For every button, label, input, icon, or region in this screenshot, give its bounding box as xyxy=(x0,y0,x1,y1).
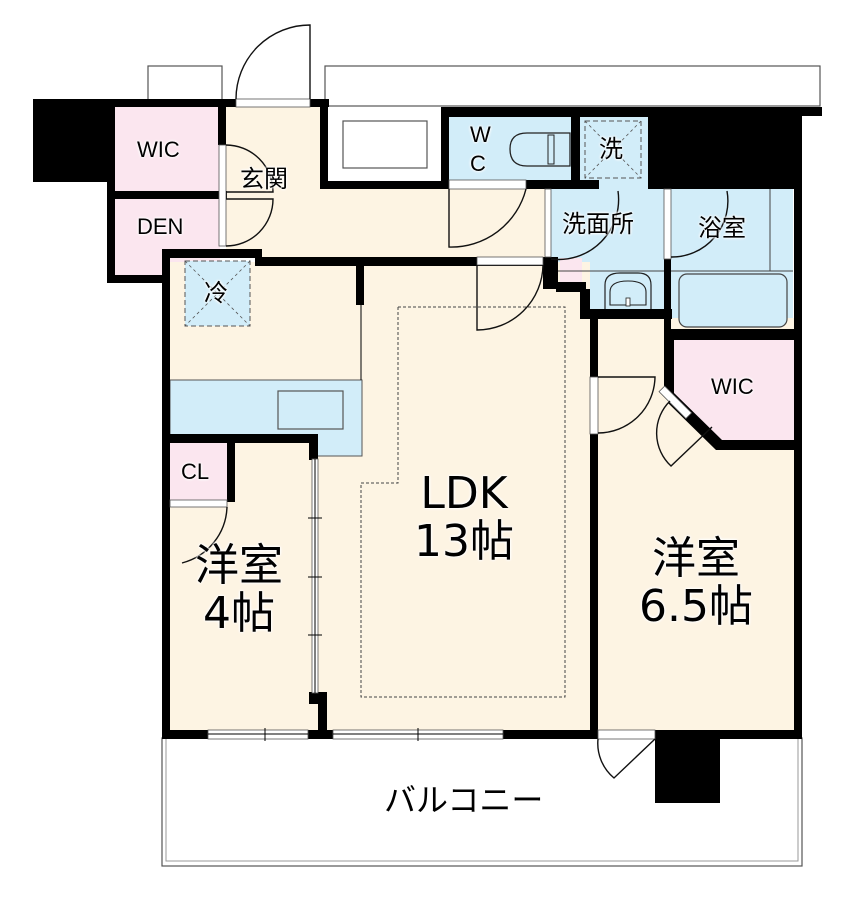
front-door-opening xyxy=(235,98,311,108)
western-small-size: 4帖 xyxy=(203,587,275,639)
sink-fill xyxy=(277,390,344,430)
wic-entrance-fill xyxy=(115,107,220,191)
fridge-space xyxy=(184,260,251,327)
western-large-name: 洋室 xyxy=(652,533,740,584)
door-swings xyxy=(181,24,729,779)
bathtub-fixture xyxy=(678,273,788,328)
laundry-space xyxy=(584,120,642,179)
room-label-laundry: 洗 xyxy=(599,135,623,163)
toilet-fixture xyxy=(509,132,571,167)
entrance-fill xyxy=(226,107,324,257)
closet-fill xyxy=(170,442,230,502)
washbasin-fixture xyxy=(604,272,652,313)
room-label-fridge: 冷 xyxy=(204,279,228,307)
room-label-closet: CL xyxy=(181,459,210,484)
western-large-size: 6.5帖 xyxy=(639,580,753,632)
porch-alcove-outline xyxy=(147,65,223,101)
hallway-fill xyxy=(324,189,546,257)
room-label-balcony: バルコニー xyxy=(384,781,544,819)
ldk-dashed-area xyxy=(360,306,566,698)
room-label-wic-entrance: WIC xyxy=(137,137,180,162)
wic-bedroom-fill xyxy=(674,340,794,446)
hall-cabinet xyxy=(342,120,428,169)
room-label-wic-bedroom: WIC xyxy=(711,374,754,399)
room-label-den: DEN xyxy=(137,214,184,239)
ldk-size: 13帖 xyxy=(414,515,514,567)
ldk-name: LDK xyxy=(420,468,508,519)
room-label-bathroom: 浴室 xyxy=(698,214,746,242)
room-label-western-large: 洋室 6.5帖 xyxy=(626,535,766,630)
room-label-wc-c: C xyxy=(470,151,486,176)
room-label-washroom: 洗面所 xyxy=(562,210,634,238)
room-label-ldk: LDK 13帖 xyxy=(403,470,525,565)
room-label-wc-w: W xyxy=(470,122,491,147)
corridor-outline xyxy=(324,65,821,107)
western-small-name: 洋室 xyxy=(195,540,283,591)
room-label-western-small: 洋室 4帖 xyxy=(176,542,302,637)
room-label-entrance: 玄関 xyxy=(240,165,288,193)
